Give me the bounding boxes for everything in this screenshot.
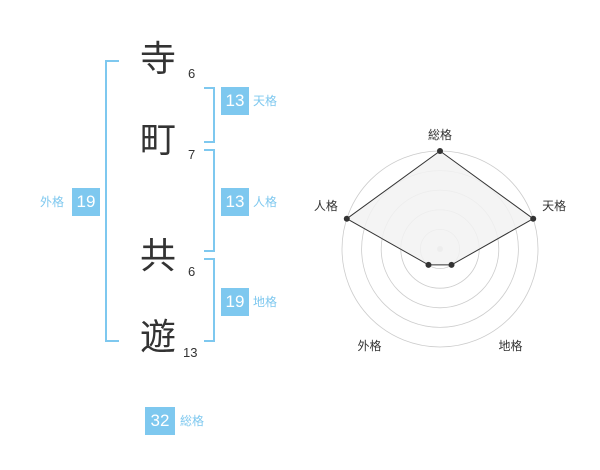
radar-axis-label-0: 総格 [428, 127, 452, 142]
gaikaku-label: 外格 [40, 195, 65, 209]
tenkaku-bracket [204, 87, 215, 143]
radar-point-1 [530, 215, 537, 222]
name-char-3: 共 [140, 236, 177, 277]
radar-axis-label-3: 外格 [357, 338, 381, 353]
radar-point-2 [448, 261, 455, 268]
name-char-2: 町 [140, 120, 177, 161]
chikaku-value: 19 [221, 288, 249, 316]
radar-points [343, 148, 537, 268]
gaikaku-value: 19 [72, 188, 100, 216]
radar-axis-label-4: 人格 [314, 198, 338, 213]
radar-point-3 [425, 261, 432, 268]
name-char-4: 遊 [140, 317, 177, 358]
stroke-count-4: 13 [183, 345, 198, 360]
radar-point-4 [343, 215, 350, 222]
jinkaku-label: 人格 [253, 195, 278, 209]
tenkaku-value: 13 [221, 87, 249, 115]
stroke-count-1: 6 [188, 66, 196, 81]
radar-axis-label-2: 地格 [499, 338, 523, 353]
stroke-count-2: 7 [188, 147, 196, 162]
tenkaku-label: 天格 [253, 94, 278, 108]
radar-point-0 [437, 148, 443, 154]
jinkaku-value: 13 [221, 188, 249, 216]
radar-axis-label-1: 天格 [542, 198, 566, 213]
gaikaku-bracket [105, 60, 119, 342]
soukaku-label: 総格 [180, 414, 205, 428]
chikaku-label: 地格 [253, 295, 278, 309]
soukaku-value: 32 [145, 407, 175, 435]
radar-polygon [345, 150, 535, 266]
jinkaku-bracket [204, 149, 215, 252]
stroke-count-3: 6 [188, 264, 196, 279]
chikaku-bracket [204, 258, 215, 342]
radar-shape [345, 150, 535, 266]
name-char-1: 寺 [140, 39, 177, 80]
